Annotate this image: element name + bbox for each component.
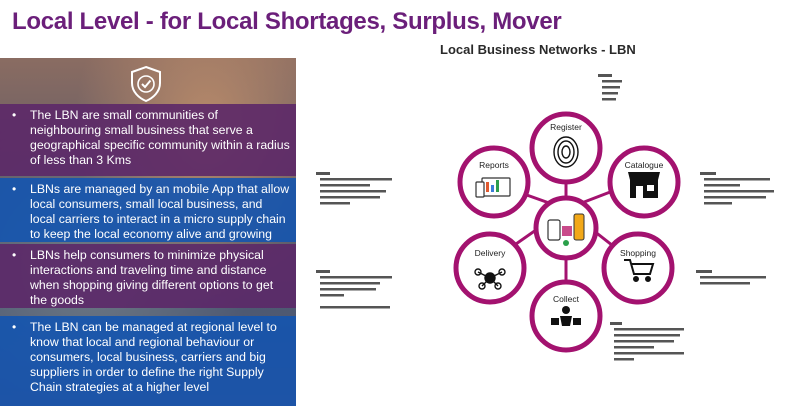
node-label-catalogue: Catalogue xyxy=(625,160,664,170)
info-panel: The LBN are small communities of neighbo… xyxy=(0,58,296,406)
diagram-svg: Register Catalogue Shopping Collect Deli… xyxy=(453,111,681,353)
node-label-delivery: Delivery xyxy=(475,248,506,258)
fingerprint-icon xyxy=(553,136,579,168)
bullet-1: The LBN are small communities of neighbo… xyxy=(0,104,296,176)
node-register xyxy=(529,111,603,185)
node-label-register: Register xyxy=(550,122,582,132)
delivery-icon xyxy=(474,268,506,290)
node-label-collect: Collect xyxy=(553,294,580,304)
diagram-title: Local Business Networks - LBN xyxy=(440,42,636,57)
note-callouts xyxy=(316,74,774,361)
hub-devices-icon xyxy=(547,213,585,246)
cart-icon xyxy=(624,259,655,282)
store-icon xyxy=(628,172,660,198)
page-title: Local Level - for Local Shortages, Surpl… xyxy=(12,8,562,35)
collect-icon xyxy=(551,306,581,326)
node-label-reports: Reports xyxy=(479,160,509,170)
bullet-2: LBNs are managed by an mobile App that a… xyxy=(0,178,296,242)
bullet-4: The LBN can be managed at regional level… xyxy=(0,316,296,406)
bullet-3: LBNs help consumers to minimize physical… xyxy=(0,244,296,308)
node-delivery xyxy=(453,231,527,305)
reports-icon xyxy=(475,177,511,198)
node-label-shopping: Shopping xyxy=(620,248,656,258)
lbn-diagram: Register Catalogue Shopping Collect Deli… xyxy=(300,60,806,406)
node-shopping xyxy=(601,231,675,305)
shield-check-icon xyxy=(131,65,161,103)
